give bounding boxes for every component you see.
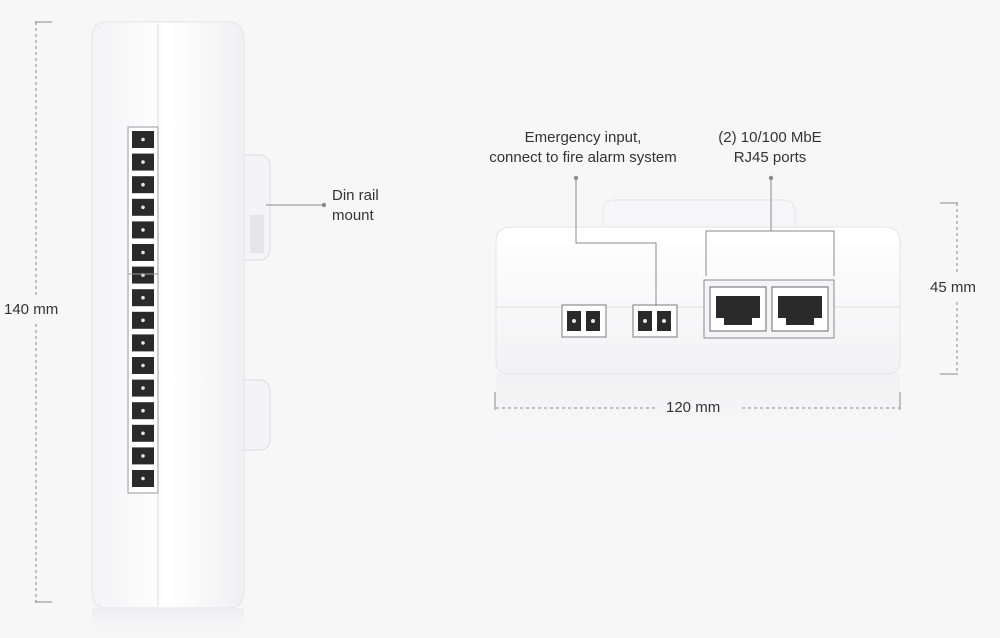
height-right-label: 45 mm xyxy=(930,279,976,296)
terminal-pin xyxy=(141,182,145,187)
rj45-port-2 xyxy=(771,286,829,332)
dimension-line-height-right xyxy=(940,202,958,375)
terminal-pin xyxy=(141,431,145,436)
terminal-pin xyxy=(141,476,145,481)
terminal-pin xyxy=(141,454,145,458)
front-body xyxy=(495,226,901,375)
callout-dots xyxy=(321,175,774,208)
din-rail-label-line-2: mount xyxy=(332,207,374,224)
rj45-label-line-2: RJ45 ports xyxy=(733,149,807,166)
emergency-label-line-1: Emergency input, xyxy=(524,129,642,146)
terminal-pin xyxy=(141,160,145,164)
callout-lines xyxy=(266,178,835,306)
terminal-pin xyxy=(141,318,145,323)
dimension-line-height-left xyxy=(35,21,52,603)
width-label: 120 mm xyxy=(666,399,721,416)
emergency-input-label: Emergency input, connect to fire alarm s… xyxy=(470,128,696,168)
rj45-ports xyxy=(703,279,835,339)
rj45-label-line-1: (2) 10/100 MbE xyxy=(718,129,822,146)
terminal-pin xyxy=(141,363,145,368)
rj45-port-1 xyxy=(709,286,767,332)
terminal-pin xyxy=(141,250,145,255)
emergency-label-line-2: connect to fire alarm system xyxy=(489,149,677,166)
din-rail-label-line-1: Din rail xyxy=(332,187,379,204)
height-left-label: 140 mm xyxy=(4,301,59,318)
power-terminal-connector xyxy=(561,304,607,338)
dimension-line-width xyxy=(494,392,901,410)
terminal-block xyxy=(127,126,159,494)
terminal-pin xyxy=(141,341,145,345)
terminal-pin xyxy=(141,408,145,413)
emergency-input-connector xyxy=(632,304,678,338)
side-view xyxy=(35,21,271,638)
terminal-pin xyxy=(141,137,145,142)
rj45-ports-label: (2) 10/100 MbE RJ45 ports xyxy=(700,128,840,168)
din-rail-label: Din rail mount xyxy=(332,186,379,226)
terminal-pin xyxy=(141,205,145,210)
side-body xyxy=(91,21,245,609)
front-view xyxy=(266,175,958,464)
terminal-pin xyxy=(141,386,145,390)
terminal-pin xyxy=(141,295,145,300)
terminal-pin xyxy=(141,228,145,232)
